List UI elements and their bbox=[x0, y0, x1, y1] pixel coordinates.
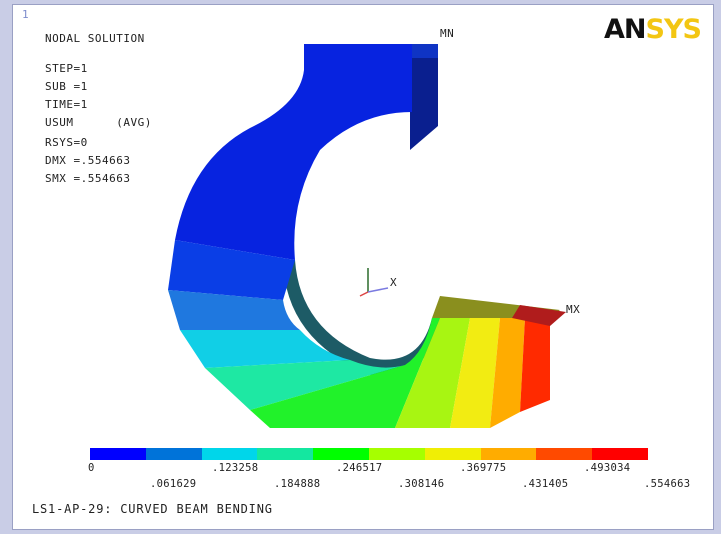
band-orange bbox=[490, 318, 525, 428]
info-usum: USUM (AVG) bbox=[45, 116, 152, 129]
legend-tick-lower: .061629 bbox=[150, 478, 197, 490]
beam-front-upper bbox=[175, 44, 412, 260]
legend-swatch bbox=[90, 448, 146, 460]
logo-an-text: AN bbox=[604, 14, 646, 45]
legend-tick-lower: .431405 bbox=[522, 478, 569, 490]
axis-x-label: X bbox=[390, 276, 398, 289]
band-cyan bbox=[180, 330, 350, 368]
band-lime bbox=[395, 318, 470, 428]
ansys-logo: ANSYS bbox=[604, 14, 702, 45]
logo-sys-text: SYS bbox=[645, 14, 702, 45]
beam-side-upper bbox=[410, 44, 438, 150]
band-cobalt bbox=[168, 290, 300, 330]
band-teal bbox=[205, 360, 405, 410]
legend-tick-upper: 0 bbox=[88, 462, 95, 474]
legend-swatch bbox=[257, 448, 314, 460]
info-time: TIME=1 bbox=[45, 98, 88, 111]
contour-legend-bar bbox=[90, 448, 648, 460]
legend-swatch bbox=[313, 448, 369, 460]
legend-swatch bbox=[536, 448, 593, 460]
band-green bbox=[250, 318, 440, 428]
legend-tick-lower: .308146 bbox=[398, 478, 445, 490]
info-sub: SUB =1 bbox=[45, 80, 88, 93]
band-blue bbox=[168, 240, 295, 300]
info-step: STEP=1 bbox=[45, 62, 88, 75]
legend-tick-upper: .123258 bbox=[212, 462, 259, 474]
beam-inner-surface bbox=[283, 260, 440, 376]
beam-top-lower-red bbox=[512, 305, 566, 326]
legend-tick-upper: .369775 bbox=[460, 462, 507, 474]
legend-tick-lower: .554663 bbox=[644, 478, 691, 490]
legend-swatch bbox=[592, 448, 648, 460]
window-number: 1 bbox=[22, 8, 29, 21]
band-yellow bbox=[450, 318, 500, 428]
band-red bbox=[520, 318, 550, 412]
info-smx: SMX =.554663 bbox=[45, 172, 131, 185]
axis-z-line bbox=[359, 291, 369, 297]
info-dmx: DMX =.554663 bbox=[45, 154, 131, 167]
legend-tick-upper: .493034 bbox=[584, 462, 631, 474]
legend-swatch bbox=[480, 448, 537, 460]
legend-tick-upper: .246517 bbox=[336, 462, 383, 474]
min-label: MN bbox=[440, 27, 455, 40]
legend-swatch bbox=[424, 448, 481, 460]
max-label: MX bbox=[566, 303, 581, 316]
legend-swatch bbox=[368, 448, 425, 460]
legend-swatch bbox=[201, 448, 258, 460]
info-title: NODAL SOLUTION bbox=[45, 32, 145, 45]
info-rsys: RSYS=0 bbox=[45, 136, 88, 149]
axis-x-line bbox=[367, 287, 389, 293]
plot-caption: LS1-AP-29: CURVED BEAM BENDING bbox=[32, 502, 273, 516]
legend-swatch bbox=[145, 448, 202, 460]
legend-tick-lower: .184888 bbox=[274, 478, 321, 490]
